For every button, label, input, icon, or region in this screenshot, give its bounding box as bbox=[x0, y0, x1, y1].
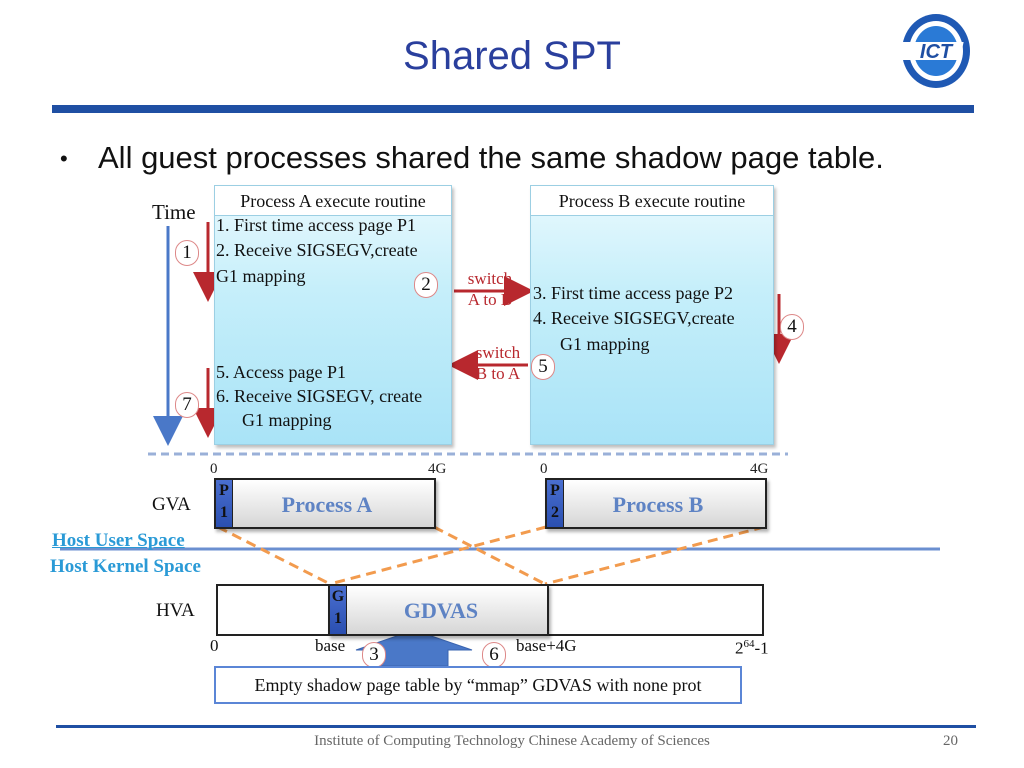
step-7-badge: 7 bbox=[175, 392, 199, 418]
title-divider bbox=[52, 105, 974, 113]
map-b-left bbox=[329, 525, 547, 586]
bullet-text: All guest processes shared the same shad… bbox=[98, 140, 884, 175]
time-label: Time bbox=[152, 200, 196, 224]
process-a-line-5: 5. Access page P1 bbox=[216, 362, 346, 382]
process-a-line-2: 2. Receive SIGSEGV,create bbox=[216, 240, 418, 260]
process-a-line-6: 6. Receive SIGSEGV, create bbox=[216, 386, 423, 406]
gva-b-end: 4G bbox=[750, 461, 769, 477]
process-a-panel: Process A execute routine bbox=[214, 185, 452, 445]
hva-tick-0: 0 bbox=[210, 636, 219, 655]
gva-a-start: 0 bbox=[210, 461, 218, 477]
ict-logo: ICT bbox=[891, 12, 972, 90]
step-5-badge: 5 bbox=[531, 354, 555, 380]
logo-text: ICT bbox=[920, 41, 954, 63]
process-a-line-1: 1. First time access page P1 bbox=[216, 215, 416, 235]
slide-title: Shared SPT bbox=[403, 34, 621, 78]
hva-tick-base4g: base+4G bbox=[516, 636, 577, 655]
process-b-line-2: 4. Receive SIGSEGV,create bbox=[533, 308, 735, 328]
footer-institution: Institute of Computing Technology Chines… bbox=[314, 733, 710, 749]
gva-a-end: 4G bbox=[428, 461, 447, 477]
process-a-line-3: G1 mapping bbox=[216, 266, 306, 286]
mmap-note: Empty shadow page table by “mmap” GDVAS … bbox=[214, 666, 742, 704]
process-b-line-1: 3. First time access page P2 bbox=[533, 283, 733, 303]
map-b-right bbox=[544, 525, 765, 586]
process-b-panel: Process B execute routine bbox=[530, 185, 774, 445]
host-kernel-space-label: Host Kernel Space bbox=[50, 556, 201, 577]
process-a-line-7: G1 mapping bbox=[242, 410, 332, 430]
gva-label: GVA bbox=[152, 494, 191, 515]
page-number: 20 bbox=[943, 733, 958, 749]
footer-divider bbox=[56, 725, 976, 728]
step-4-badge: 4 bbox=[780, 314, 804, 340]
hva-tick-max: 264-1 bbox=[735, 638, 769, 658]
process-b-line-3: G1 mapping bbox=[560, 334, 650, 354]
hva-label: HVA bbox=[156, 600, 195, 621]
process-a-name: Process A bbox=[281, 492, 373, 517]
gva-b-start: 0 bbox=[540, 461, 548, 477]
step-3-badge: 3 bbox=[362, 642, 386, 668]
map-a-left bbox=[217, 525, 331, 586]
gdvas-name: GDVAS bbox=[403, 598, 479, 623]
host-user-space-label: Host User Space bbox=[52, 530, 185, 551]
step-2-badge: 2 bbox=[414, 272, 438, 298]
bullet-marker: • bbox=[60, 146, 68, 171]
process-b-name: Process B bbox=[612, 492, 704, 517]
process-b-header: Process B execute routine bbox=[531, 186, 773, 216]
map-a-right bbox=[433, 525, 546, 586]
hva-tick-base: base bbox=[315, 636, 346, 655]
process-a-header: Process A execute routine bbox=[215, 186, 451, 216]
step-6-badge: 6 bbox=[482, 642, 506, 668]
step-1-badge: 1 bbox=[175, 240, 199, 266]
